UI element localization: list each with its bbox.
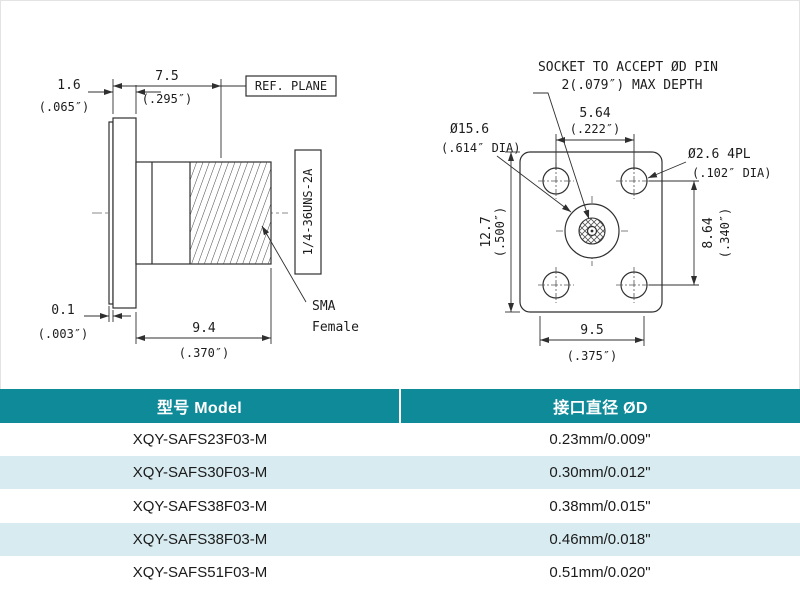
thread-spec-label: 1/4-36UNS-2A: [301, 168, 315, 255]
diameter-cell: 0.51mm/0.020": [549, 563, 651, 581]
dim-12-7-in: (.500″): [493, 207, 507, 258]
socket-leader-arrow: [533, 92, 590, 220]
table-row: XQY-SAFS23F03-M 0.23mm/0.009": [0, 423, 800, 457]
diameter-cell: 0.23mm/0.009": [549, 431, 651, 449]
mount-hole-dia-in: (.102″ DIA): [692, 166, 771, 180]
model-cell: XQY-SAFS38F03-M: [132, 530, 268, 548]
outer-dia-in: (.614″ DIA): [441, 141, 520, 155]
socket-note-line2: 2(.079″) MAX DEPTH: [562, 78, 703, 93]
diameter-cell: 0.46mm/0.018": [549, 530, 651, 548]
ref-plane-box: [245, 75, 337, 97]
front-view-drawing: SOCKET TO ACCEPT ØD PIN 2(.079″) MAX DEP…: [441, 60, 771, 363]
spec-table: 型号 Model 接口直径 ØD XQY-SAFS23F03-M 0.23mm/…: [0, 389, 800, 589]
model-cell: XQY-SAFS38F03-M: [132, 497, 268, 515]
mount-hole-leader: [647, 161, 687, 179]
model-cell: XQY-SAFS23F03-M: [132, 431, 268, 449]
center-socket: [556, 196, 628, 266]
diameter-cell: 0.38mm/0.015": [549, 497, 651, 515]
connector-type-label-2: Female: [312, 320, 359, 335]
flange-plate: [112, 117, 137, 309]
dim-9-4-in: (.370″): [179, 346, 230, 360]
dim-8-64-mm: 8.64: [701, 217, 716, 248]
table-row: XQY-SAFS30F03-M 0.30mm/0.012": [0, 456, 800, 490]
dim-7-5-mm: 7.5: [155, 69, 178, 84]
dim-12-7-mm: 12.7: [479, 216, 494, 247]
connector-type-label-1: SMA: [312, 299, 336, 314]
table-row: XQY-SAFS38F03-M 0.38mm/0.015": [0, 489, 800, 523]
table-row: XQY-SAFS51F03-M 0.51mm/0.020": [0, 555, 800, 589]
header-interface-diameter: 接口直径 ØD: [553, 400, 648, 417]
side-view-drawing: 1/4-36UNS-2A 7.5 (.295″) REF. PLANE 1.6 …: [38, 69, 359, 360]
dim-1-6-mm: 1.6: [57, 78, 80, 93]
thread-hatch: [190, 162, 271, 264]
dim-8-64-in: (.340″): [718, 208, 732, 259]
dim-9-5-in: (.375″): [567, 349, 618, 363]
sma-leader-arrow: [261, 225, 307, 303]
technical-drawing: 1/4-36UNS-2A 7.5 (.295″) REF. PLANE 1.6 …: [38, 60, 772, 363]
table-row: XQY-SAFS38F03-M 0.46mm/0.018": [0, 522, 800, 556]
dim-7-5-in: (.295″): [142, 92, 193, 106]
model-cell: XQY-SAFS51F03-M: [132, 563, 268, 581]
model-cell: XQY-SAFS30F03-M: [132, 464, 268, 482]
outer-dia-mm: Ø15.6: [450, 122, 489, 137]
ref-plane-label: REF. PLANE: [255, 79, 327, 93]
dim-9-5-mm: 9.5: [580, 323, 603, 338]
dim-5-64-in: (.222″): [570, 122, 621, 136]
table-header-row: 型号 Model 接口直径 ØD: [0, 389, 800, 423]
thread-spec-box: [294, 149, 322, 275]
mount-hole-dia-mm: Ø2.6 4PL: [688, 147, 751, 162]
socket-note-line1: SOCKET TO ACCEPT ØD PIN: [538, 60, 718, 75]
dim-0-1-in: (.003″): [38, 327, 89, 341]
diameter-cell: 0.30mm/0.012": [549, 464, 651, 482]
dim-5-64-mm: 5.64: [579, 106, 610, 121]
dim-0-1-mm: 0.1: [51, 303, 74, 318]
header-model: 型号 Model: [0, 389, 401, 423]
dim-9-4-mm: 9.4: [192, 321, 216, 336]
dim-1-6-in: (.065″): [39, 100, 90, 114]
mounting-hole: [616, 163, 652, 199]
mounting-hole: [616, 267, 652, 303]
mounting-hole: [538, 267, 574, 303]
